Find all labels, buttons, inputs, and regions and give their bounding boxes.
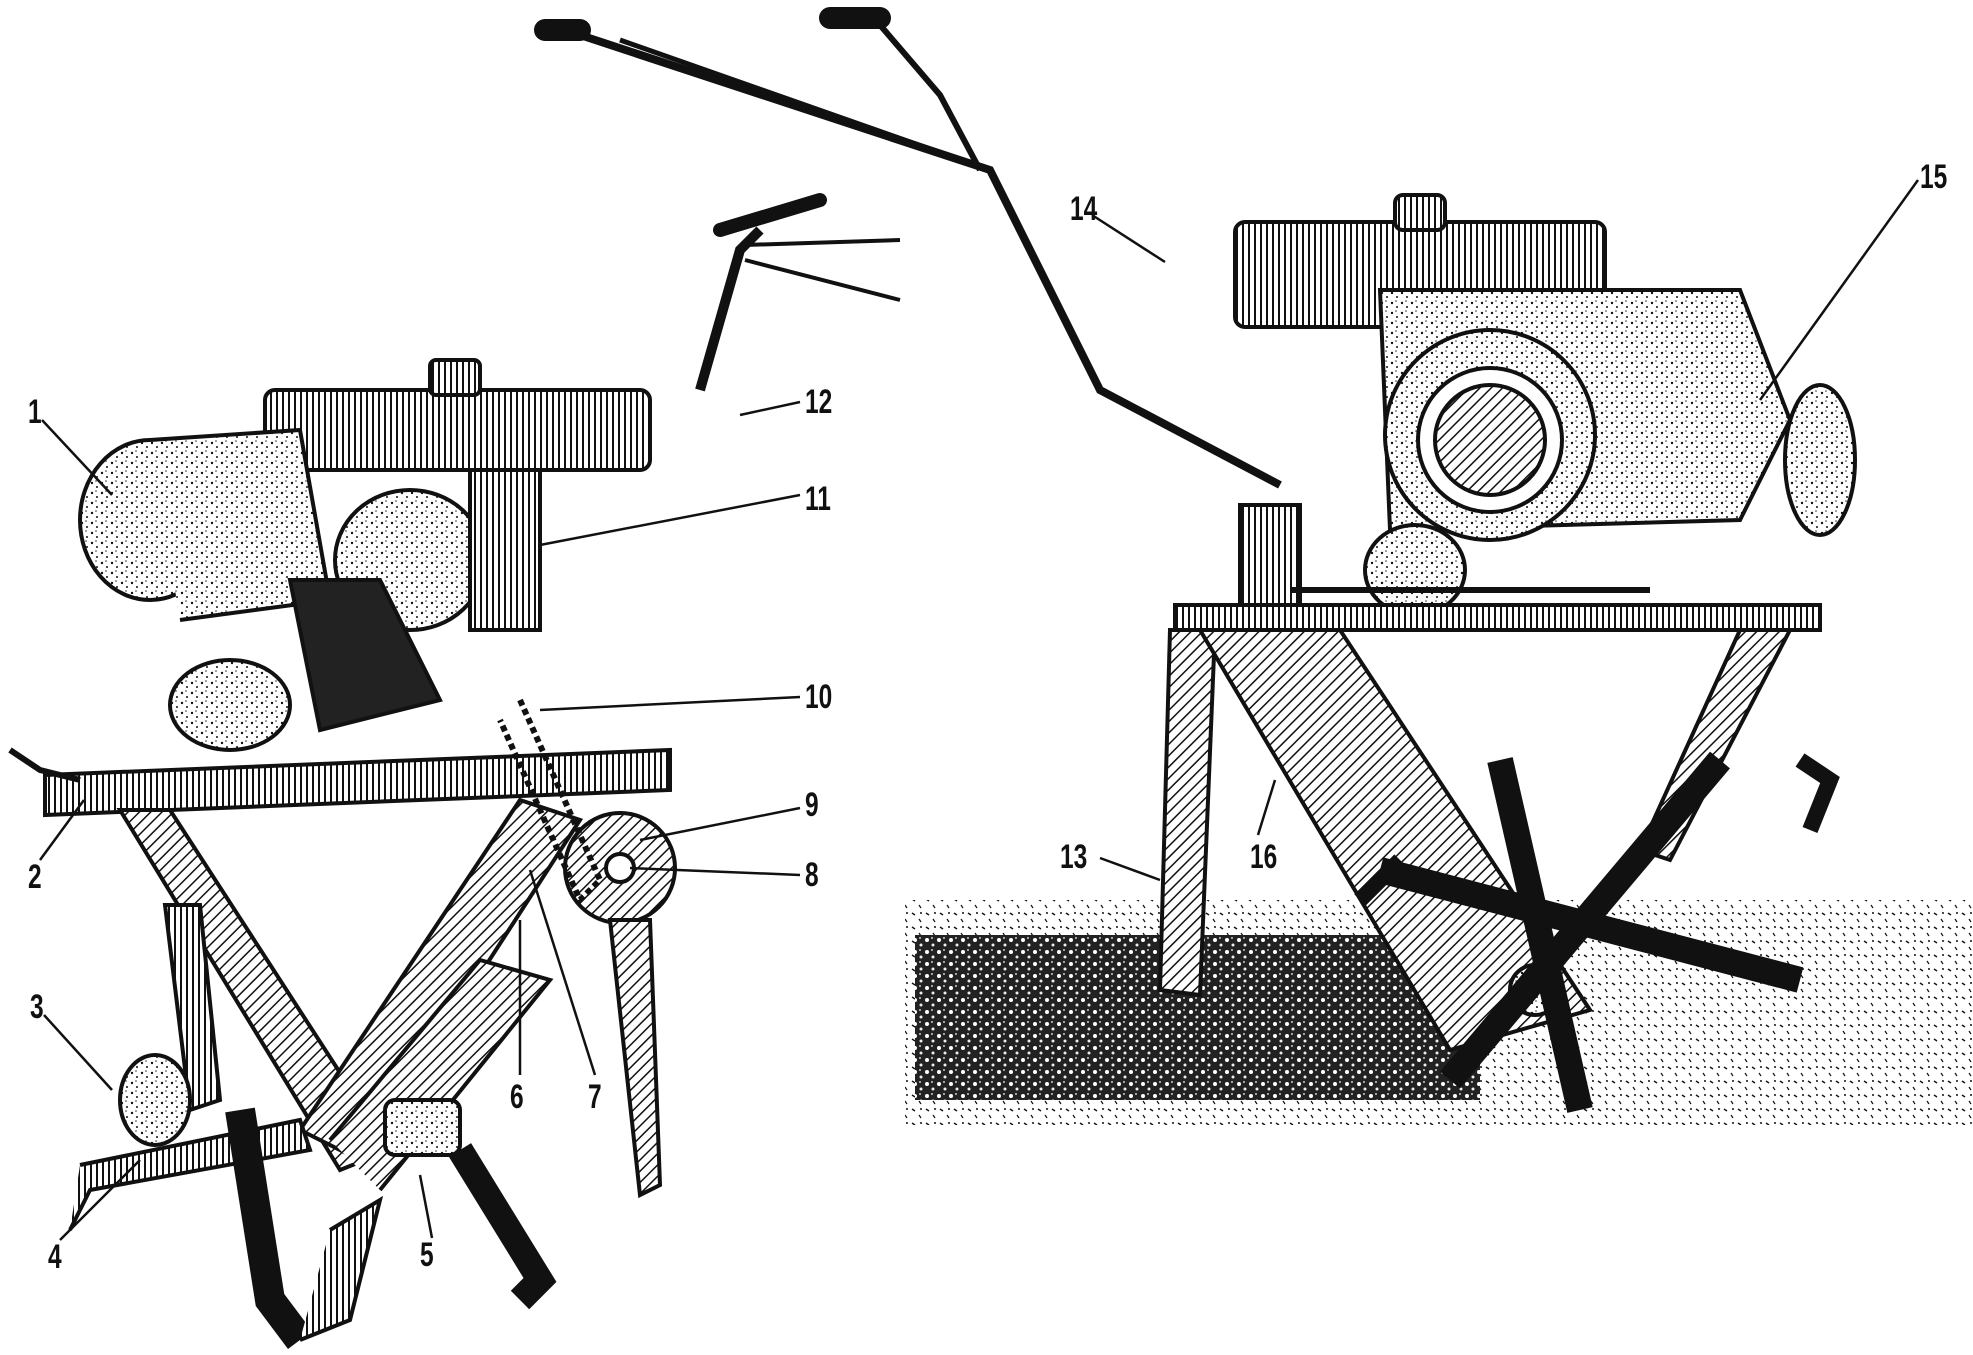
- callout-leader-13: [1099, 856, 1161, 882]
- right-view: [534, 7, 1857, 1113]
- callout-label-13: 13: [1060, 838, 1088, 876]
- callout-label-9: 9: [805, 786, 819, 824]
- callout-label-5: 5: [420, 1236, 434, 1274]
- callout-leader-7: [528, 869, 597, 1076]
- callout-leader-14: [1091, 213, 1166, 264]
- callout-label-1: 1: [28, 393, 42, 431]
- callout-leader-4: [59, 1159, 141, 1241]
- callout-leader-1: [41, 419, 113, 496]
- callout-leader-5: [418, 1174, 434, 1239]
- callout-leader-12: [739, 400, 801, 417]
- callout-leader-10: [539, 695, 801, 712]
- callout-label-11: 11: [805, 480, 831, 518]
- callout-leader-3: [43, 1014, 113, 1091]
- left-view: [8, 193, 901, 1349]
- callout-leader-16: [1256, 779, 1277, 836]
- callout-label-14: 14: [1070, 190, 1098, 228]
- callout-leader-8: [629, 866, 801, 877]
- callout-label-2: 2: [28, 858, 42, 896]
- callout-leader-2: [38, 799, 86, 861]
- callout-label-6: 6: [510, 1078, 524, 1116]
- callout-label-16: 16: [1250, 838, 1278, 876]
- callout-label-15: 15: [1920, 158, 1948, 196]
- callout-label-4: 4: [48, 1238, 62, 1276]
- callout-leaders: [38, 179, 1920, 1241]
- callout-label-7: 7: [588, 1078, 602, 1116]
- callout-leader-11: [539, 493, 801, 547]
- callout-label-12: 12: [805, 383, 833, 421]
- callout-label-10: 10: [805, 678, 833, 716]
- callout-leader-15: [1758, 179, 1920, 401]
- callout-leader-9: [639, 806, 801, 842]
- callout-label-8: 8: [805, 856, 819, 894]
- callout-label-3: 3: [30, 988, 44, 1026]
